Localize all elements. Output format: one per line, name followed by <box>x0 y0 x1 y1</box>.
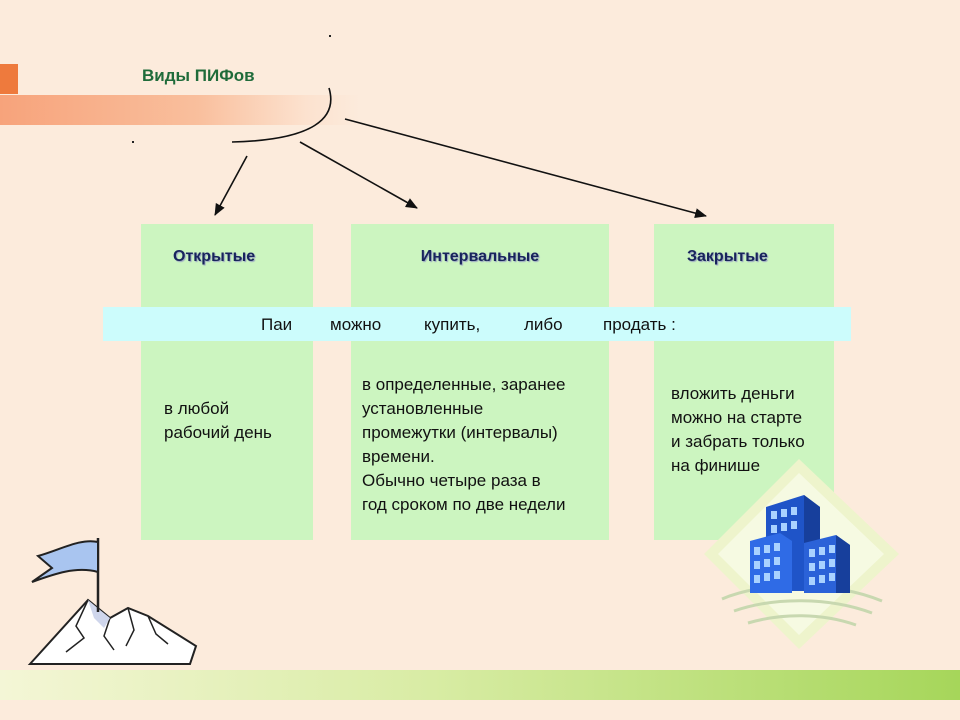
text-line: установленные <box>362 399 484 418</box>
title-band <box>0 95 360 125</box>
column-text-closed: вложить деньги можно на старте и забрать… <box>671 382 805 478</box>
bar-word: можно <box>330 315 382 334</box>
building-icon <box>704 459 899 649</box>
text-line: можно на старте <box>671 408 803 427</box>
text-line: и забрать только <box>671 432 805 451</box>
bar-word: продать : <box>603 315 676 334</box>
text-line: промежутки (интервалы) <box>362 423 558 442</box>
dot-decoration <box>329 35 331 37</box>
text-line: в любой <box>164 399 230 418</box>
column-heading: Закрытые <box>687 248 768 265</box>
flag-mountain-icon <box>27 538 198 665</box>
column-text-interval: в определенные, заранее установленные пр… <box>362 373 566 517</box>
column-text-open: в любой рабочий день <box>164 397 272 445</box>
text-line: времени. <box>362 447 435 466</box>
text-line: на финише <box>671 456 761 475</box>
footer-band <box>0 670 960 700</box>
text-line: в определенные, заранее <box>362 375 566 394</box>
bar-word: либо <box>524 315 563 334</box>
bar-word: купить, <box>424 315 481 334</box>
accent-tab <box>0 64 18 94</box>
arrow-open <box>214 155 248 216</box>
bar-word: Паи <box>261 315 293 334</box>
text-line: год сроком по две недели <box>362 495 566 514</box>
column-heading: Интервальные <box>420 248 540 265</box>
brace-curve <box>231 87 332 143</box>
text-line: Обычно четыре раза в <box>362 471 541 490</box>
shared-statement-bar: Паи можно купить, либо продать : <box>103 307 851 341</box>
arrow-interval <box>299 141 418 209</box>
text-line: рабочий день <box>164 423 272 442</box>
column-heading: Открытые <box>173 248 256 265</box>
diagram-title: Виды ПИФов <box>142 66 255 85</box>
arrow-closed <box>344 118 707 218</box>
column-open: Открытые <box>141 224 313 540</box>
dot-decoration <box>132 141 134 143</box>
text-line: вложить деньги <box>671 384 795 403</box>
column-interval: Интервальные <box>351 224 609 540</box>
